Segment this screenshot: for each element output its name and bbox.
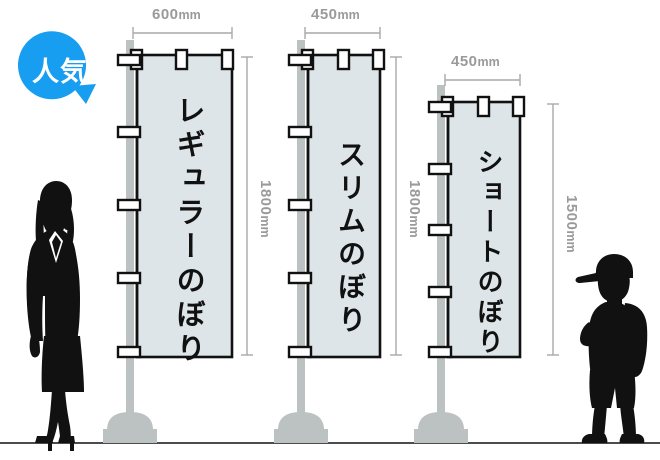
banner-label-slim: スリムのぼり [334, 140, 367, 338]
pole-regular [126, 40, 134, 428]
banner-slim [274, 27, 402, 443]
height-label-slim: 1800mm [406, 180, 423, 238]
width-label-slim: 450mm [311, 6, 360, 23]
height-dimension-slim [390, 56, 402, 356]
banner-regular [103, 27, 253, 443]
base-short [414, 412, 468, 443]
height-label-short: 1500mm [563, 195, 580, 253]
banner-label-short: ショートのぼり [473, 148, 503, 358]
popular-badge [18, 31, 96, 104]
height-label-regular: 1800mm [257, 180, 274, 238]
width-label-regular: 600mm [152, 6, 201, 23]
width-dimension-slim [304, 27, 381, 39]
chichi-left-regular [116, 53, 142, 359]
base-regular [103, 412, 157, 443]
pole-short [437, 85, 445, 428]
chichi-left-short [427, 100, 453, 359]
height-dimension-short [547, 103, 559, 356]
pole-slim [297, 40, 305, 428]
cloth-short [446, 100, 522, 359]
base-slim [274, 412, 328, 443]
width-dimension-regular [132, 27, 233, 39]
popular-badge-label: 人気 [32, 57, 88, 88]
banner-short [414, 74, 559, 443]
silhouette-woman-business-suit [26, 181, 84, 451]
chichi-left-slim [287, 53, 313, 359]
height-dimension-regular [241, 56, 253, 356]
width-label-short: 450mm [451, 53, 500, 70]
banner-label-regular: レギュラーのぼり [172, 95, 206, 367]
silhouette-boy-with-cap-and-backpack [575, 254, 648, 443]
width-dimension-short [444, 74, 521, 86]
